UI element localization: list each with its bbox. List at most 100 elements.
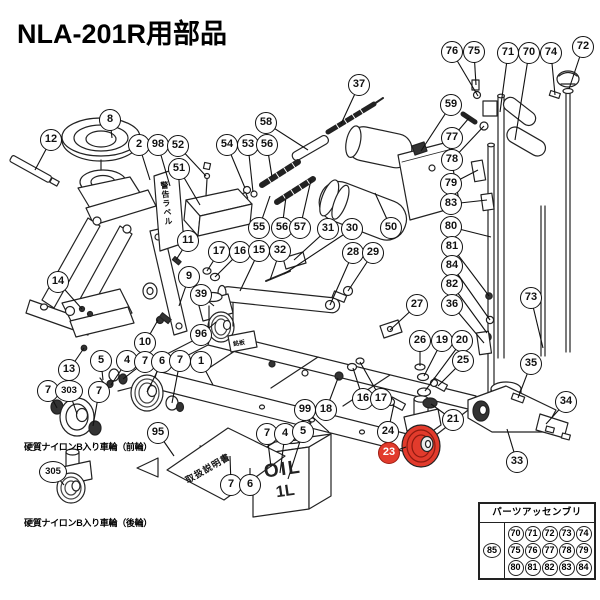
release-handle-rod	[9, 155, 60, 187]
assembly-part-76[interactable]: 76	[524, 542, 541, 559]
callout-80[interactable]: 80	[440, 216, 462, 238]
callout-52[interactable]: 52	[167, 135, 189, 157]
callout-11[interactable]: 11	[177, 230, 199, 252]
callout-7[interactable]: 7	[169, 350, 191, 372]
callout-33[interactable]: 33	[506, 451, 528, 473]
callout-31[interactable]: 31	[317, 218, 339, 240]
callout-74[interactable]: 74	[540, 42, 562, 64]
assembly-part-78[interactable]: 78	[558, 542, 575, 559]
callout-32[interactable]: 32	[269, 240, 291, 262]
callout-1[interactable]: 1	[190, 351, 212, 373]
callout-35[interactable]: 35	[520, 353, 542, 375]
callout-15[interactable]: 15	[248, 240, 270, 262]
callout-75[interactable]: 75	[463, 41, 485, 63]
assembly-part-80[interactable]: 80	[507, 559, 524, 576]
page-title: NLA-201R用部品	[17, 19, 228, 49]
callout-303[interactable]: 303	[55, 380, 83, 402]
callout-27[interactable]: 27	[406, 294, 428, 316]
callout-57[interactable]: 57	[289, 217, 311, 239]
assembly-part-84[interactable]: 84	[575, 559, 592, 576]
callout-96[interactable]: 96	[190, 324, 212, 346]
callout-8[interactable]: 8	[99, 109, 121, 131]
callout-4[interactable]: 4	[116, 350, 138, 372]
callout-81[interactable]: 81	[441, 236, 463, 258]
callout-14[interactable]: 14	[47, 271, 69, 293]
assembly-part-73[interactable]: 73	[558, 525, 575, 542]
callout-76[interactable]: 76	[441, 41, 463, 63]
callout-5[interactable]: 5	[292, 421, 314, 443]
callout-25[interactable]: 25	[452, 350, 474, 372]
assembly-part-81[interactable]: 81	[524, 559, 541, 576]
callout-72[interactable]: 72	[572, 36, 594, 58]
manual-sheet	[166, 427, 286, 501]
callout-37[interactable]: 37	[348, 74, 370, 96]
callout-55[interactable]: 55	[248, 217, 270, 239]
callout-79[interactable]: 79	[440, 173, 462, 195]
callout-21[interactable]: 21	[442, 409, 464, 431]
nameplate-plate	[227, 330, 258, 353]
assembly-part-79[interactable]: 79	[575, 542, 592, 559]
saddle	[61, 117, 141, 173]
callout-13[interactable]: 13	[58, 359, 80, 381]
callout-99[interactable]: 99	[294, 399, 316, 421]
assembly-part-83[interactable]: 83	[558, 559, 575, 576]
assembly-part-70[interactable]: 70	[507, 525, 524, 542]
callout-19[interactable]: 19	[431, 330, 453, 352]
assembly-part-74[interactable]: 74	[575, 525, 592, 542]
callout-34[interactable]: 34	[555, 391, 577, 413]
callout-71[interactable]: 71	[497, 42, 519, 64]
handle-rods	[487, 87, 574, 425]
callout-5[interactable]: 5	[90, 350, 112, 372]
callout-58[interactable]: 58	[255, 112, 277, 134]
assembly-part-75[interactable]: 75	[507, 542, 524, 559]
rear-caster-standalone	[56, 448, 93, 504]
assembly-part-82[interactable]: 82	[541, 559, 558, 576]
assembly-part-77[interactable]: 77	[541, 542, 558, 559]
callout-17[interactable]: 17	[370, 388, 392, 410]
parts-box-51	[183, 161, 253, 237]
assembly-part-72[interactable]: 72	[541, 525, 558, 542]
parts-assembly-title: パーツアッセンブリ	[480, 504, 594, 523]
callout-305[interactable]: 305	[39, 461, 67, 483]
callout-12[interactable]: 12	[40, 129, 62, 151]
oil-can-size-label: 1L	[274, 481, 296, 502]
callout-56[interactable]: 56	[256, 134, 278, 156]
assembly-part-71[interactable]: 71	[524, 525, 541, 542]
callout-20[interactable]: 20	[451, 330, 473, 352]
callout-24[interactable]: 24	[377, 421, 399, 443]
lift-arm	[25, 169, 158, 338]
callout-30[interactable]: 30	[341, 218, 363, 240]
callout-26[interactable]: 26	[409, 330, 431, 352]
callout-36[interactable]: 36	[441, 294, 463, 316]
callout-54[interactable]: 54	[216, 134, 238, 156]
callout-29[interactable]: 29	[362, 242, 384, 264]
callout-39[interactable]: 39	[190, 284, 212, 306]
callout-70[interactable]: 70	[518, 42, 540, 64]
callout-78[interactable]: 78	[441, 149, 463, 171]
callout-59[interactable]: 59	[440, 94, 462, 116]
callout-18[interactable]: 18	[315, 399, 337, 421]
callout-73[interactable]: 73	[520, 287, 542, 309]
callout-9[interactable]: 9	[178, 266, 200, 288]
callout-82[interactable]: 82	[441, 274, 463, 296]
callout-23[interactable]: 23	[378, 442, 400, 464]
callout-50[interactable]: 50	[380, 217, 402, 239]
assembly-part-85[interactable]: 85	[483, 543, 501, 558]
callout-51[interactable]: 51	[168, 158, 190, 180]
callout-7[interactable]: 7	[88, 381, 110, 403]
callout-16[interactable]: 16	[229, 241, 251, 263]
callout-6[interactable]: 6	[239, 474, 261, 496]
callout-28[interactable]: 28	[342, 242, 364, 264]
callout-83[interactable]: 83	[440, 193, 462, 215]
callout-95[interactable]: 95	[147, 422, 169, 444]
callout-10[interactable]: 10	[134, 332, 156, 354]
callout-98[interactable]: 98	[147, 134, 169, 156]
red-caster-wheel	[401, 395, 442, 468]
callout-17[interactable]: 17	[208, 241, 230, 263]
callout-77[interactable]: 77	[441, 127, 463, 149]
